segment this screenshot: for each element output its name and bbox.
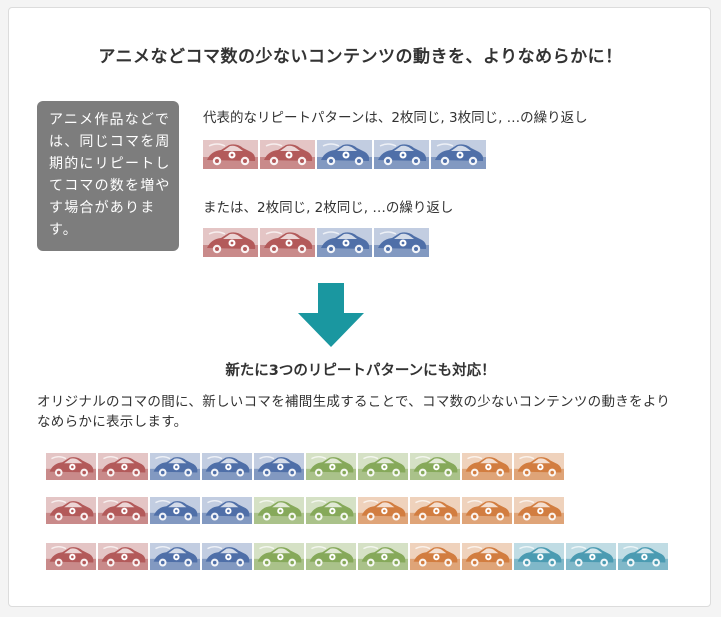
car-frame-icon — [306, 453, 356, 480]
car-frame-icon — [410, 543, 460, 570]
animation-frame — [254, 497, 304, 524]
car-frame-icon — [358, 453, 408, 480]
car-frame-icon — [306, 543, 356, 570]
car-frame-icon — [46, 453, 96, 480]
description-text: オリジナルのコマの間に、新しいコマを補間生成することで、コマ数の少ないコンテンツ… — [37, 394, 671, 430]
animation-frame — [98, 543, 148, 570]
animation-frame — [358, 497, 408, 524]
animation-frame — [260, 140, 315, 169]
car-frame-icon — [254, 453, 304, 480]
animation-frame — [358, 453, 408, 480]
animation-frame — [618, 543, 668, 570]
car-frame-icon — [410, 453, 460, 480]
car-frame-icon — [462, 543, 512, 570]
car-frame-icon — [46, 497, 96, 524]
car-frame-icon — [462, 497, 512, 524]
car-frame-icon — [431, 140, 486, 169]
animation-frame — [150, 453, 200, 480]
down-arrow-icon — [298, 283, 364, 347]
animation-frame — [150, 543, 200, 570]
animation-frame — [203, 228, 258, 257]
animation-frame — [431, 140, 486, 169]
car-frame-icon — [150, 497, 200, 524]
animation-frame — [317, 140, 372, 169]
frame-sequence-new-1 — [46, 453, 564, 480]
animation-frame — [374, 228, 429, 257]
car-frame-icon — [203, 228, 258, 257]
animation-frame — [254, 543, 304, 570]
animation-frame — [98, 497, 148, 524]
animation-frame — [462, 497, 512, 524]
animation-frame — [358, 543, 408, 570]
car-frame-icon — [514, 543, 564, 570]
car-frame-icon — [260, 228, 315, 257]
animation-frame — [98, 453, 148, 480]
animation-frame — [46, 497, 96, 524]
animation-frame — [374, 140, 429, 169]
car-frame-icon — [254, 497, 304, 524]
animation-frame — [203, 140, 258, 169]
car-frame-icon — [254, 543, 304, 570]
caption-pattern-2-3: 代表的なリピートパターンは、2枚同じ, 3枚同じ, …の繰り返し — [203, 110, 588, 126]
car-frame-icon — [260, 140, 315, 169]
animation-frame — [462, 453, 512, 480]
car-frame-icon — [150, 543, 200, 570]
animation-frame — [150, 497, 200, 524]
car-frame-icon — [202, 453, 252, 480]
car-frame-icon — [98, 497, 148, 524]
animation-frame — [260, 228, 315, 257]
car-frame-icon — [46, 543, 96, 570]
animation-frame — [46, 543, 96, 570]
explanation-note: アニメ作品などでは、同じコマを周期的にリピートしてコマの数を増やす場合があります… — [37, 101, 179, 251]
animation-frame — [202, 543, 252, 570]
animation-frame — [254, 453, 304, 480]
frame-sequence-pattern-2-2 — [203, 228, 429, 257]
car-frame-icon — [317, 140, 372, 169]
animation-frame — [410, 543, 460, 570]
car-frame-icon — [98, 543, 148, 570]
car-frame-icon — [410, 497, 460, 524]
frame-sequence-new-3 — [46, 543, 668, 570]
car-frame-icon — [374, 140, 429, 169]
page-title: アニメなどコマ数の少ないコンテンツの動きを、よりなめらかに！ — [98, 47, 623, 67]
caption-pattern-2-2: または、2枚同じ, 2枚同じ, …の繰り返し — [203, 200, 454, 216]
animation-frame — [306, 497, 356, 524]
frame-sequence-pattern-2-3 — [203, 140, 486, 169]
car-frame-icon — [203, 140, 258, 169]
animation-frame — [202, 453, 252, 480]
animation-frame — [514, 543, 564, 570]
car-frame-icon — [566, 543, 616, 570]
car-frame-icon — [618, 543, 668, 570]
car-frame-icon — [358, 497, 408, 524]
car-frame-icon — [514, 497, 564, 524]
animation-frame — [514, 453, 564, 480]
car-frame-icon — [317, 228, 372, 257]
car-frame-icon — [462, 453, 512, 480]
car-frame-icon — [358, 543, 408, 570]
animation-frame — [410, 453, 460, 480]
section-subtitle: 新たに3つのリピートパターンにも対応！ — [225, 363, 496, 379]
animation-frame — [202, 497, 252, 524]
frame-sequence-new-2 — [46, 497, 564, 524]
animation-frame — [306, 453, 356, 480]
car-frame-icon — [202, 497, 252, 524]
car-frame-icon — [514, 453, 564, 480]
animation-frame — [410, 497, 460, 524]
animation-frame — [306, 543, 356, 570]
car-frame-icon — [374, 228, 429, 257]
animation-frame — [566, 543, 616, 570]
animation-frame — [46, 453, 96, 480]
animation-frame — [317, 228, 372, 257]
car-frame-icon — [202, 543, 252, 570]
animation-frame — [514, 497, 564, 524]
car-frame-icon — [306, 497, 356, 524]
car-frame-icon — [98, 453, 148, 480]
animation-frame — [462, 543, 512, 570]
car-frame-icon — [150, 453, 200, 480]
